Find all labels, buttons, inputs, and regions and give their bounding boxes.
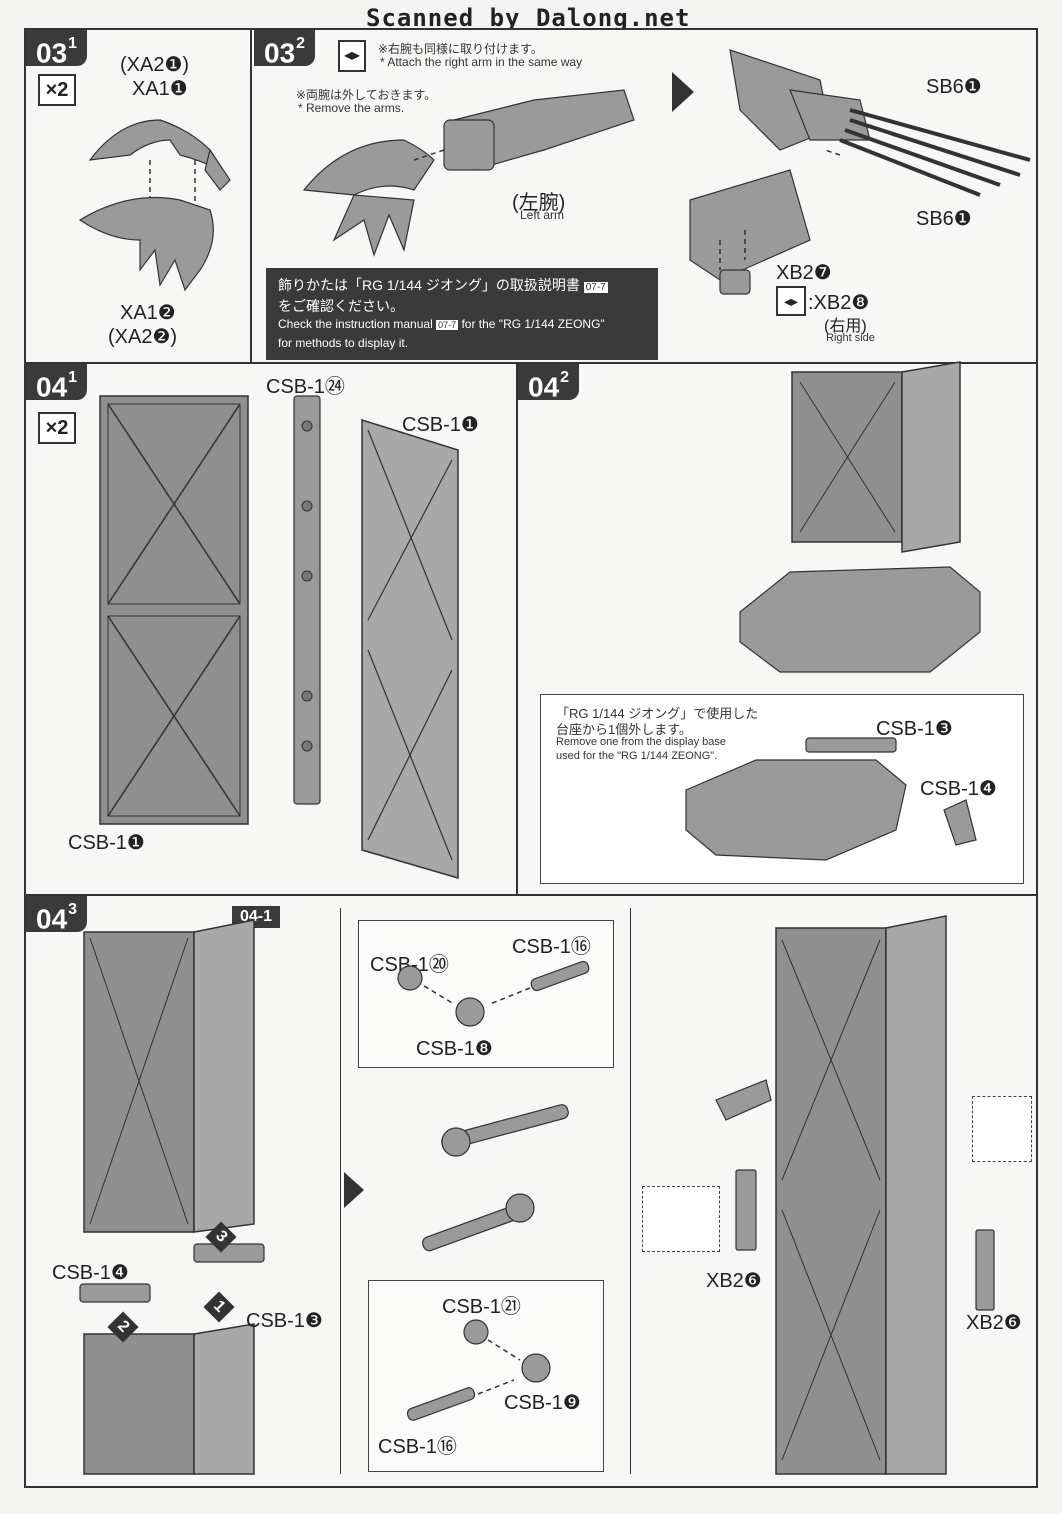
step-03-1-badge: 031 <box>26 30 88 68</box>
box-ref-badge-en: 07-7 <box>436 320 459 330</box>
joint-parts-bottom <box>406 1319 551 1421</box>
part-label-csb1-20: CSB-1⑳ <box>370 954 449 976</box>
wall-panel-left <box>99 395 249 825</box>
part-label-sb6-bottom: SB6❶ <box>916 208 972 230</box>
part-label-csb1-16-top: CSB-1⑯ <box>512 936 591 958</box>
col-divider-04-3b <box>630 908 631 1474</box>
display-base-illustration <box>685 737 977 861</box>
note-attach-right-en: * Attach the right arm in the same way <box>380 55 583 69</box>
col-divider-03 <box>250 28 252 362</box>
callout-en-1: Remove one from the display base <box>556 736 726 748</box>
part-label-xb2-6-left: XB2❻ <box>706 1270 762 1292</box>
part-label-csb1-8: CSB-1❽ <box>416 1038 493 1060</box>
part-label-csb1-3-base: CSB-1❸ <box>876 718 953 740</box>
note-remove-arms-en: * Remove the arms. <box>298 101 405 115</box>
box-text-en-3: for methods to display it. <box>278 336 409 350</box>
arm-removal-illustration <box>302 89 635 257</box>
mirror-icon-right: ◂▸ <box>776 286 806 316</box>
assembled-wall-illustration <box>79 919 265 1475</box>
joint-parts-top <box>397 960 590 1027</box>
row-divider-1 <box>24 362 1036 364</box>
box-text-en-1: Check the instruction manual <box>278 317 433 331</box>
joint-assembled <box>422 1104 569 1252</box>
right-side-label-jp: (右用) <box>824 318 867 335</box>
part-label-sb6-top: SB6❶ <box>926 76 982 98</box>
right-side-label-en: Right side <box>826 332 875 344</box>
part-label-csb1-24: CSB-1㉔ <box>266 376 345 398</box>
box-text-en-2: for the "RG 1/144 ZEONG" <box>461 317 605 331</box>
part-label-xb2-8: :XB2❽ <box>808 292 870 314</box>
part-label-csb1-4-base: CSB-1❹ <box>920 778 997 800</box>
row-divider-2 <box>24 894 1036 896</box>
display-instruction-box: 飾りかたは「RG 1/144 ジオング」の取扱説明書 07-7 をご確認ください… <box>266 268 658 360</box>
box-text-jp-2: をご確認ください。 <box>278 298 404 314</box>
step-04-3-badge: 043 <box>26 896 88 934</box>
wall-on-base-illustration <box>739 361 981 673</box>
claw-parts-illustration <box>78 119 231 292</box>
part-label-csb1-21: CSB-1㉑ <box>442 1296 521 1318</box>
wall-with-joint-illustration <box>715 915 995 1475</box>
part-label-xb2-7: XB2❼ <box>776 262 832 284</box>
mirror-icon: ◂▸ <box>338 40 366 72</box>
joint-assembly-box-bottom <box>368 1280 604 1472</box>
detail-inset-right <box>972 1096 1032 1162</box>
next-step-arrow <box>672 72 694 112</box>
multiplier-badge: ×2 <box>38 74 76 106</box>
part-label-xb2-6-right: XB2❻ <box>966 1312 1022 1334</box>
detail-inset-left <box>642 1186 720 1252</box>
part-label-xa2-2: (XA2❷) <box>108 326 178 348</box>
multiplier-badge-04: ×2 <box>38 412 76 444</box>
hand-spikes-illustration <box>689 49 1031 295</box>
wall-panel-right <box>361 418 459 879</box>
step-03-2-badge: 032 <box>254 30 316 68</box>
box-text-jp-1: 飾りかたは「RG 1/144 ジオング」の取扱説明書 <box>278 277 580 293</box>
col-divider-04-3a <box>340 908 341 1474</box>
step-04-1-badge: 041 <box>26 364 88 402</box>
part-label-csb1-4-wall: CSB-1❹ <box>52 1262 129 1284</box>
callout-en-2: used for the "RG 1/144 ZEONG". <box>556 750 718 762</box>
col-divider-04 <box>516 362 518 894</box>
part-label-csb1-1-bottom: CSB-1❶ <box>68 832 145 854</box>
part-label-xa1-1: XA1❶ <box>132 78 188 100</box>
callout-jp-1: 「RG 1/144 ジオング」で使用した <box>556 706 759 721</box>
next-step-arrow-2 <box>344 1172 364 1208</box>
box-ref-badge: 07-7 <box>583 282 608 293</box>
step-04-2-badge: 042 <box>518 364 580 402</box>
part-label-xa2-1: (XA2❶) <box>120 54 190 76</box>
part-label-csb1-3-wall: CSB-1❸ <box>246 1310 323 1332</box>
part-label-xa1-2: XA1❷ <box>120 302 176 324</box>
callout-jp-2: 台座から1個外します。 <box>556 722 692 737</box>
left-arm-label-jp: (左腕) <box>512 192 566 214</box>
part-label-csb1-16-bottom: CSB-1⑯ <box>378 1436 457 1458</box>
note-attach-right-jp: ※右腕も同様に取り付けます。 <box>378 42 543 56</box>
part-label-csb1-1-top: CSB-1❶ <box>402 414 479 436</box>
part-label-csb1-9: CSB-1❾ <box>504 1392 581 1414</box>
hinge-strip <box>293 395 321 805</box>
scan-header: Scanned by Dalong.net <box>366 4 691 32</box>
note-remove-arms-jp: ※両腕は外しておきます。 <box>296 88 437 102</box>
joint-assembly-box-top <box>358 920 614 1068</box>
left-arm-label-en: Left arm <box>520 208 565 222</box>
